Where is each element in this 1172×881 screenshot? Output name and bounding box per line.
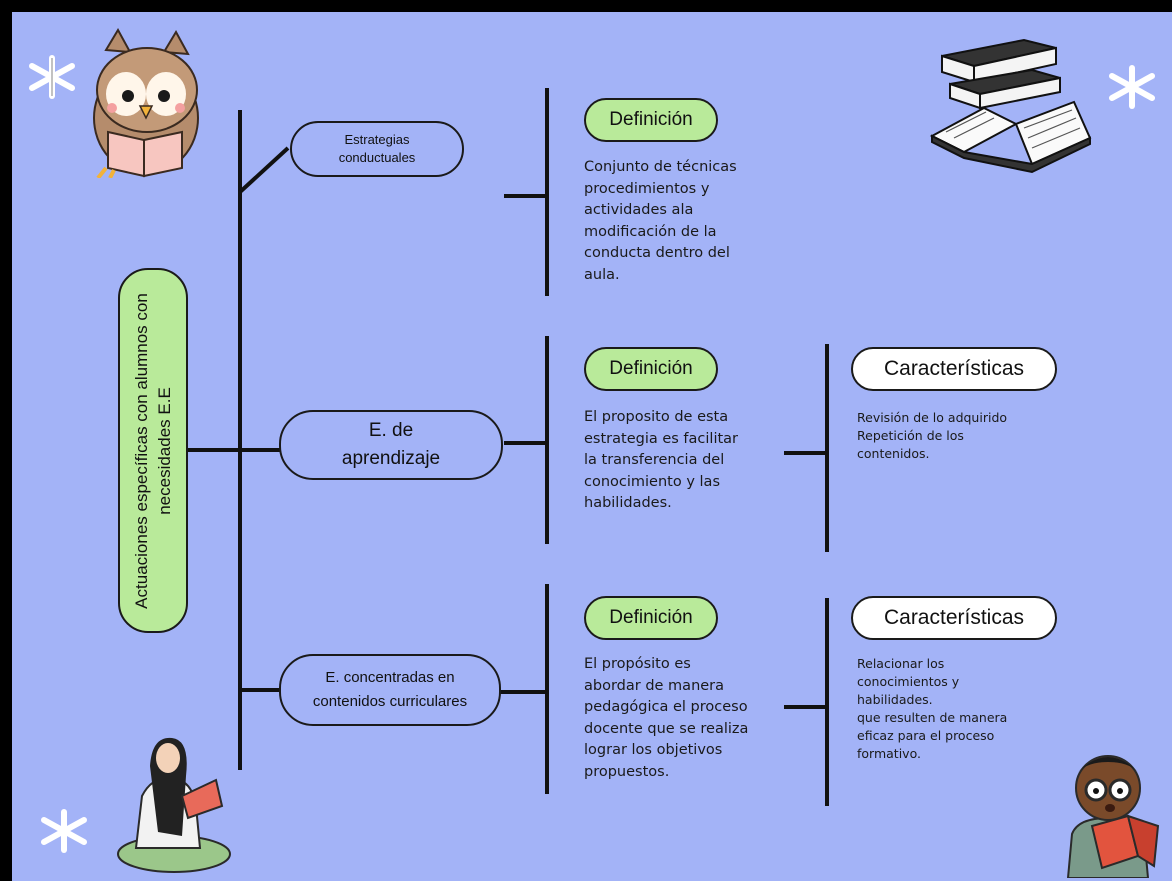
branch1-definition-heading: Definición [584, 98, 718, 142]
branch2-node: E. de aprendizaje [279, 410, 503, 480]
branch3-definition-heading: Definición [584, 596, 718, 640]
concept-map-canvas: Actuaciones específicas con alumnos con … [12, 12, 1172, 881]
branch2-characteristics-text: Revisión de lo adquirido Repetición de l… [857, 410, 1008, 461]
boy-reading-icon [1066, 755, 1160, 878]
sparkle-icon [29, 55, 75, 99]
branch3-characteristics-text: Relacionar los conocimientos y habilidad… [857, 656, 1008, 761]
branch1-definition-text: Conjunto de técnicas procedimientos y ac… [584, 159, 737, 283]
branch2-definition-heading: Definición [584, 347, 718, 391]
branch1-node: Estrategias conductuales [290, 121, 464, 177]
branch2-definition-text: El proposito de esta estrategia es facil… [584, 409, 739, 511]
branch3-definition-text: El propósito es abordar de manera pedagó… [584, 656, 749, 780]
branch3-connector [240, 688, 280, 692]
branch2-bracket-stub [504, 441, 546, 445]
root-node: Actuaciones específicas con alumnos con … [118, 268, 188, 633]
branch3-char-bracket-vertical [825, 598, 829, 806]
branch2-char-bracket-stub [784, 451, 826, 455]
stack-of-books-icon [929, 38, 1092, 174]
main-spine-line [238, 110, 242, 770]
branch3-label: E. concentradas en contenidos curricular… [312, 669, 468, 710]
branch2-char-bracket-vertical [825, 344, 829, 552]
sparkle-icon [1109, 65, 1155, 109]
branch1-bracket-stub [504, 194, 546, 198]
sparkle-icon [41, 809, 87, 853]
branch2-bracket-vertical [545, 336, 549, 544]
owl-reading-icon [93, 28, 199, 178]
branch2-characteristics-heading: Características [851, 347, 1057, 391]
branch3-node: E. concentradas en contenidos curricular… [279, 654, 501, 726]
branch2-label: E. de aprendizaje [341, 420, 441, 469]
root-connector-line [188, 448, 240, 452]
branch3-characteristics-heading: Características [851, 596, 1057, 640]
branch3-bracket-stub [500, 690, 546, 694]
branch3-bracket-vertical [545, 584, 549, 794]
girl-reading-icon [117, 737, 231, 873]
branch1-bracket-vertical [545, 88, 549, 296]
branch1-connector [238, 146, 290, 194]
branch1-label: Estrategias conductuales [338, 132, 416, 165]
root-label: Actuaciones específicas con alumnos con … [132, 292, 174, 609]
branch2-connector [240, 448, 280, 452]
branch3-char-bracket-stub [784, 705, 826, 709]
